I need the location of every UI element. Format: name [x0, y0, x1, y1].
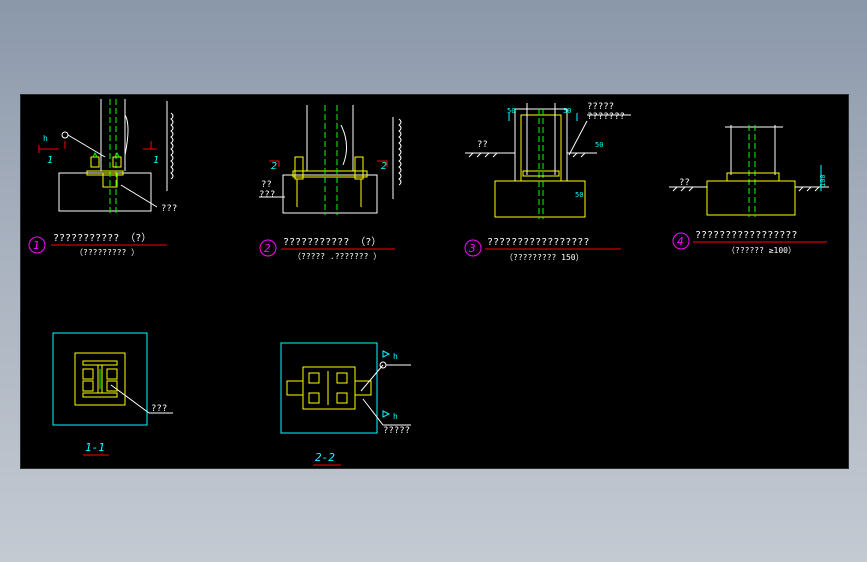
- d2-base-plate: [292, 170, 368, 178]
- d3-label-d: ?????: [587, 102, 614, 112]
- detail-3: [465, 103, 631, 219]
- d1-leader-line: [67, 134, 106, 158]
- d4-dim-100: 100: [819, 174, 827, 187]
- d1-title: ??????????? （?）: [53, 232, 151, 244]
- d1-leader-circle: [61, 131, 69, 139]
- section-1-1: [52, 332, 173, 426]
- d1-number-circle: [28, 236, 46, 254]
- d2-cut-mark-left: 2: [271, 161, 277, 172]
- d2-foundation: [282, 174, 378, 214]
- d2-stiffener-right: [354, 156, 364, 180]
- d1-leader-a: [120, 184, 158, 208]
- s2-weld-flags: [382, 350, 391, 418]
- d3-pedestal-outline: [514, 108, 568, 181]
- d2-subtitle: （????? .??????? ）: [293, 252, 381, 261]
- d3-dim-bottom: 50: [575, 191, 583, 199]
- s1-foundation-outline: [52, 332, 148, 426]
- s2-stiffener-right: [354, 380, 372, 396]
- d1-nut-right: [112, 156, 122, 168]
- d2-label-c: ???: [259, 190, 275, 200]
- s1-bolt-2: [106, 368, 118, 380]
- s2-bolt-1: [308, 372, 320, 384]
- d1-stiffener: [124, 114, 129, 156]
- d1-subtitle: （????????? ）: [75, 248, 139, 257]
- d3-number: 3: [468, 242, 476, 255]
- s1-web: [97, 364, 103, 394]
- s1-bolt-3: [82, 380, 94, 392]
- d2-stiffener-left: [294, 156, 304, 180]
- d2-rebar-hooks: [398, 118, 402, 186]
- d4-ground-hatch: [672, 186, 820, 192]
- d3-number-circle: [464, 239, 482, 257]
- detail-4: [669, 125, 829, 217]
- d4-subtitle: （?????? ≥100）: [727, 246, 796, 255]
- d3-dim-right: 50: [563, 107, 571, 115]
- s2-leader-upper: [360, 364, 384, 392]
- s1-flange-top: [82, 360, 118, 366]
- d3-base-plate: [522, 170, 560, 177]
- d3-dim-side: 50: [595, 141, 603, 149]
- d3-label-f: ??: [477, 140, 488, 150]
- s2-leader-lower: [362, 398, 384, 426]
- d4-label-g: ??: [679, 178, 690, 188]
- d2-cut-mark-right: 2: [381, 161, 387, 172]
- s2-weld-symbol-upper: h: [393, 352, 398, 361]
- d3-leader-diag: [568, 120, 588, 156]
- d3-dim-ticks: [508, 113, 578, 121]
- d1-cut-mark-right: 1: [153, 155, 159, 166]
- d1-number: 1: [33, 239, 40, 252]
- d1-nut-left: [90, 156, 100, 168]
- d1-shear-key: [102, 172, 118, 188]
- d4-title: ?????????????????: [695, 230, 797, 241]
- s1-label-h: ???: [151, 404, 167, 414]
- d4-number: 4: [677, 235, 684, 248]
- s2-label-i: ?????: [383, 426, 410, 436]
- detail-2: [259, 105, 402, 215]
- d2-label-b: ??: [261, 180, 272, 190]
- d1-weld-marks: [92, 151, 120, 158]
- s2-bolt-4: [336, 392, 348, 404]
- s1-flange-bottom: [82, 392, 118, 398]
- d3-title: ?????????????????: [487, 237, 589, 248]
- d4-base-plate: [726, 172, 780, 182]
- d1-level-symbol: h: [43, 134, 48, 143]
- d3-label-e: ???????: [587, 112, 625, 122]
- section-2-2: [280, 342, 411, 434]
- s1-bolt-1: [82, 368, 94, 380]
- s1-bolt-4: [106, 380, 118, 392]
- s2-bolt-3: [308, 392, 320, 404]
- d2-number: 2: [264, 242, 271, 255]
- d1-cut-marks: [38, 141, 157, 153]
- s2-title: 2-2: [315, 451, 335, 464]
- d4-foundation: [706, 180, 796, 216]
- d2-stiffener-curve: [340, 124, 347, 166]
- d2-title: ??????????? （?）: [283, 236, 381, 248]
- s2-foundation-outline: [280, 342, 378, 434]
- s2-stiffener-left: [286, 380, 304, 396]
- s2-weld-symbol-lower: h: [393, 412, 398, 421]
- d4-number-circle: [672, 232, 690, 250]
- d1-foundation: [58, 172, 152, 212]
- s1-base-plate: [74, 352, 126, 406]
- s2-bolt-2: [336, 372, 348, 384]
- s1-leader: [110, 384, 150, 414]
- cad-drawing-viewport[interactable]: h 1 1 ??? 1 ??????????? （?） （????????? ）…: [20, 94, 849, 469]
- detail-1: [38, 99, 174, 215]
- d1-anchor-label: ???: [161, 204, 177, 214]
- s1-title: 1-1: [85, 441, 105, 454]
- d1-cut-mark-left: 1: [47, 155, 53, 166]
- d3-encasement: [520, 114, 562, 181]
- d2-cut-marks: [269, 160, 388, 167]
- d3-dim-left: 50: [507, 107, 515, 115]
- cad-drawing: h 1 1 ??? 1 ??????????? （?） （????????? ）…: [28, 99, 829, 466]
- d3-subtitle: （????????? 150）: [505, 253, 584, 262]
- d3-ground-hatch: [468, 152, 586, 158]
- d1-base-plate: [86, 170, 124, 176]
- d3-foundation: [494, 180, 586, 218]
- d2-number-circle: [259, 239, 277, 257]
- d1-rebar-hooks: [170, 112, 174, 180]
